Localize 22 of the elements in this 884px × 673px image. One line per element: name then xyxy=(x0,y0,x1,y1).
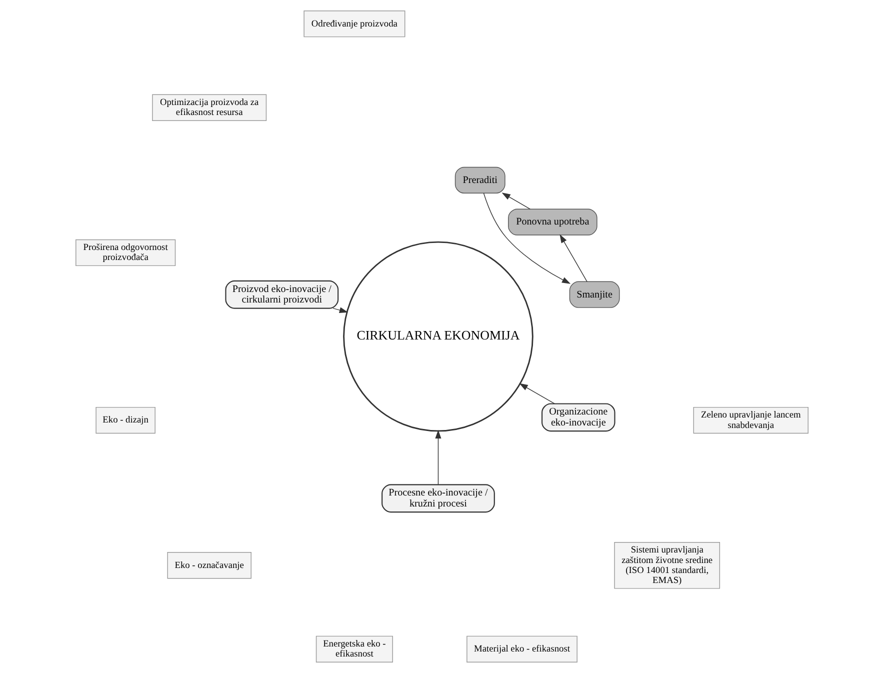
node-box: Određivanje proizvoda xyxy=(304,10,406,38)
node-box: Materijal eko - efikasnost xyxy=(466,636,578,662)
arrow xyxy=(502,192,530,210)
node-box: Smanjite xyxy=(569,281,620,308)
node-box: Eko - označavanje xyxy=(167,552,252,579)
node-box: Proširena odgovornost proizvođača xyxy=(76,239,176,266)
arrow xyxy=(332,307,348,314)
node-box: Optimizacija proizvoda za efikasnost resursa xyxy=(152,94,267,121)
arrow xyxy=(519,383,555,404)
node-box: Preraditi xyxy=(454,166,506,194)
node-box: Sistemi upravljanja zaštitom životne sredine (ISO 14001 standardi, EMAS) xyxy=(614,542,720,589)
node-box: Organizacione eko-inovacije xyxy=(541,403,616,432)
node-circle: CIRKULARNA EKONOMIJA xyxy=(343,241,534,432)
arrow xyxy=(560,234,588,282)
arrow xyxy=(483,192,571,284)
node-box: Ponovna upotreba xyxy=(508,208,598,236)
node-box: Eko - dizajn xyxy=(96,406,156,434)
node-box: Proizvod eko-inovacije / cirkularni proizvodi xyxy=(225,280,339,309)
node-box: Zeleno upravljanje lancem snabdevanja xyxy=(693,406,808,434)
arrow xyxy=(435,430,442,485)
node-box: Energetska eko - efikasnost xyxy=(316,636,393,662)
node-box: Procesne eko-inovacije / kružni procesi xyxy=(382,484,495,513)
